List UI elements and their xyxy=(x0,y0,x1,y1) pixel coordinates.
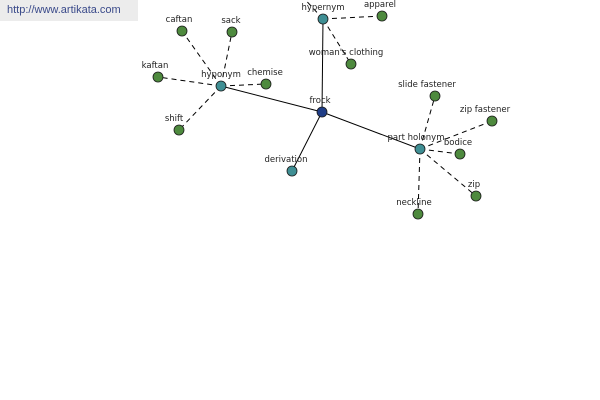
label-slide-fastener[interactable]: slide fastener xyxy=(398,80,456,90)
node-hypernym[interactable] xyxy=(317,13,329,25)
label-womans-clothing[interactable]: woman's clothing xyxy=(309,48,384,58)
node-chemise[interactable] xyxy=(260,78,272,90)
label-part-holonym[interactable]: part holonym xyxy=(388,133,445,143)
label-derivation[interactable]: derivation xyxy=(264,155,307,165)
edge-hyponym-to-chemise xyxy=(220,83,267,87)
node-kaftan[interactable] xyxy=(152,71,164,83)
label-hypernym[interactable]: hypernym xyxy=(301,3,344,13)
label-neckline[interactable]: neckline xyxy=(396,198,432,208)
label-hyponym[interactable]: hyponym xyxy=(201,70,241,80)
edge-part-holonym-to-zip xyxy=(419,148,477,197)
node-frock[interactable] xyxy=(316,106,328,118)
edges-layer xyxy=(157,0,493,215)
edge-hypernym-to-apparel xyxy=(322,15,383,20)
node-bodice[interactable] xyxy=(454,148,466,160)
node-shift[interactable] xyxy=(173,124,185,136)
edge-frock-to-hyponym xyxy=(220,85,323,113)
labels-layer: frock hypernym hyponym derivation part holon… xyxy=(142,0,511,208)
label-caftan[interactable]: caftan xyxy=(166,15,193,25)
label-shift[interactable]: shift xyxy=(165,114,184,124)
node-apparel[interactable] xyxy=(376,10,388,22)
label-zip[interactable]: zip xyxy=(468,180,480,190)
node-hyponym[interactable] xyxy=(215,80,227,92)
label-apparel[interactable]: apparel xyxy=(364,0,396,10)
node-zip-fastener[interactable] xyxy=(486,115,498,127)
site-watermark: http://www.artikata.com xyxy=(0,0,138,21)
edge-part-holonym-to-bodice xyxy=(419,148,461,155)
node-derivation[interactable] xyxy=(286,165,298,177)
edge-part-holonym-to-slide-fastener xyxy=(419,95,436,150)
edge-frock-to-derivation xyxy=(291,111,323,172)
node-slide-fastener[interactable] xyxy=(429,90,441,102)
edge-part-holonym-to-zip-fastener xyxy=(419,120,493,150)
label-sack[interactable]: sack xyxy=(221,16,240,26)
edge-hyponym-to-kaftan xyxy=(157,76,222,87)
node-caftan[interactable] xyxy=(176,25,188,37)
edge-frock-to-hypernym xyxy=(321,18,324,113)
edge-hyponym-to-caftan xyxy=(181,30,222,87)
label-kaftan[interactable]: kaftan xyxy=(142,61,169,71)
nodes-layer xyxy=(152,10,498,220)
label-frock[interactable]: frock xyxy=(309,96,330,106)
node-neckline[interactable] xyxy=(412,208,424,220)
node-womans-clothing[interactable] xyxy=(345,58,357,70)
node-part-holonym[interactable] xyxy=(414,143,426,155)
label-bodice[interactable]: bodice xyxy=(444,138,472,148)
label-chemise[interactable]: chemise xyxy=(247,68,283,78)
node-sack[interactable] xyxy=(226,26,238,38)
edge-part-holonym-to-neckline xyxy=(417,148,421,215)
node-zip[interactable] xyxy=(470,190,482,202)
edge-frock-to-part-holonym xyxy=(321,111,421,150)
edge-hyponym-to-sack xyxy=(220,31,233,87)
edge-hyponym-to-shift xyxy=(178,85,222,131)
label-zip-fastener[interactable]: zip fastener xyxy=(460,105,511,115)
